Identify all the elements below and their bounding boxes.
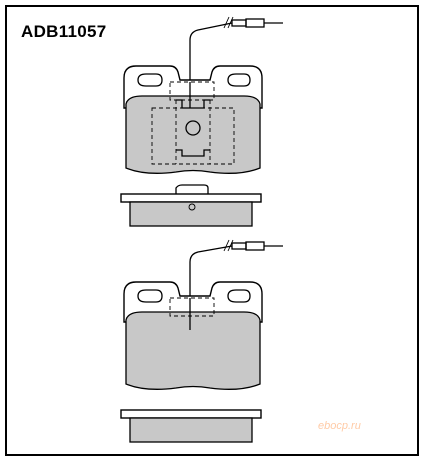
bottom-pad-front-view: [123, 239, 283, 390]
bottom-pad-side-view: [120, 409, 262, 443]
bottom-wear-sensor-wire: [189, 239, 283, 318]
bottom-friction-pad: [125, 311, 261, 390]
top-wear-sensor-wire: [189, 16, 283, 95]
top-pad-side-view: [120, 184, 262, 227]
part-number-label: ADB11057: [21, 22, 107, 41]
top-pad-front-view: [123, 16, 283, 174]
watermark-text: ebocp.ru: [318, 420, 361, 432]
